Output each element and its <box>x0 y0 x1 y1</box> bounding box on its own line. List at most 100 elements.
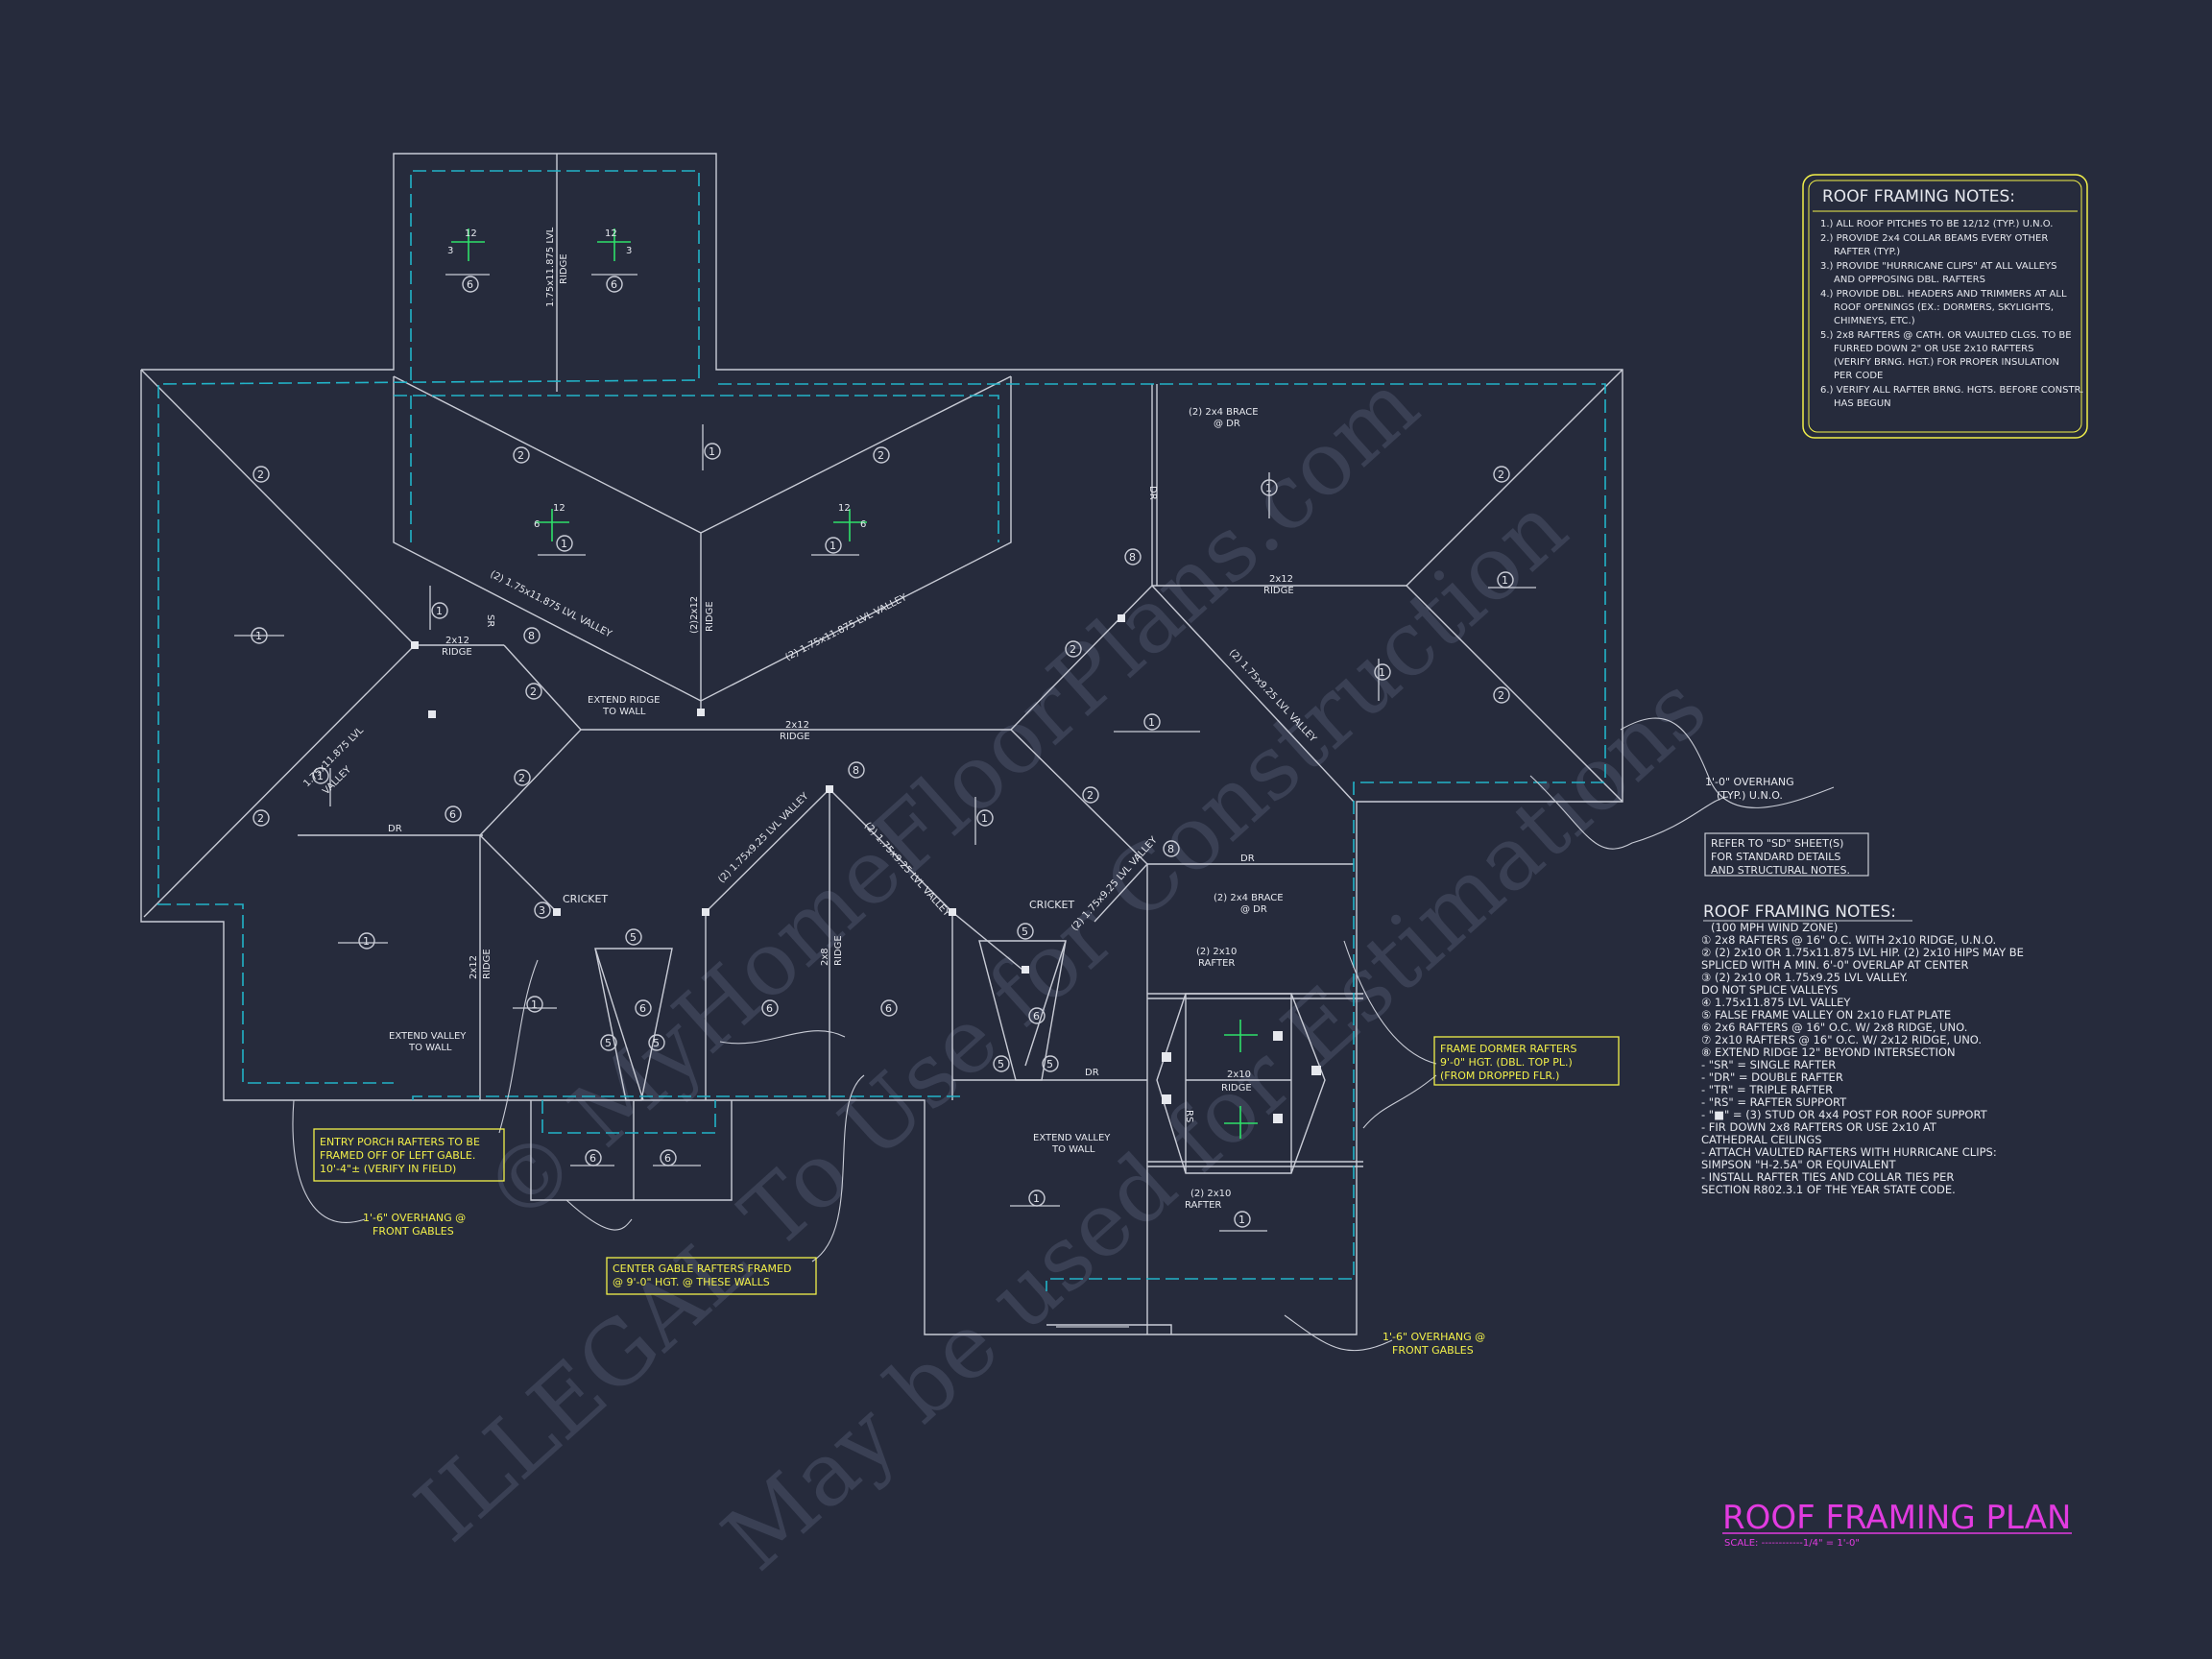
legend-line: ② (2) 2x10 OR 1.75x11.875 LVL HIP. (2) 2… <box>1701 946 2024 959</box>
note-line: RAFTER (TYP.) <box>1834 247 1900 257</box>
left-ridge-size: 2x12 <box>445 636 469 646</box>
tag: 1 <box>526 996 543 1013</box>
tag: 2 <box>252 466 270 483</box>
entry-porch-line1: ENTRY PORCH RAFTERS TO BE <box>320 1136 480 1148</box>
note-line: 1.) ALL ROOF PITCHES TO BE 12/12 (TYP.) … <box>1820 219 2053 229</box>
tag: 5 <box>600 1034 617 1051</box>
center-vert-ridge-size: 2x8 <box>820 948 830 966</box>
plan-title: ROOF FRAMING PLAN <box>1722 1499 2071 1537</box>
brace-mid-line2: @ DR <box>1240 904 1267 915</box>
tag: 2 <box>514 769 531 786</box>
pitch-rise: 12 <box>605 228 617 239</box>
extend-ridge-line2: TO WALL <box>602 707 646 717</box>
rafter-top-line2: RAFTER <box>1198 958 1235 969</box>
tag: 1 <box>976 809 994 827</box>
tag: 5 <box>993 1055 1010 1072</box>
entry-porch-line3: 10'-4"± (VERIFY IN FIELD) <box>320 1163 456 1175</box>
post <box>411 641 419 649</box>
upper-left-valley-label: (2) 1.75x11.875 LVL VALLEY <box>489 569 614 640</box>
note-line: FURRED DOWN 2" OR USE 2x10 RAFTERS <box>1834 344 2033 354</box>
post <box>826 785 833 793</box>
center-ridge-label: (2)2x12 <box>689 596 700 634</box>
svg-text:2: 2 <box>878 449 884 462</box>
post <box>949 908 956 916</box>
svg-text:2: 2 <box>517 449 524 462</box>
svg-text:5: 5 <box>1022 926 1028 938</box>
tag: 1 <box>825 537 842 554</box>
tag: 6 <box>445 805 462 823</box>
dormer-ridge-word: RIDGE <box>1221 1083 1252 1094</box>
svg-text:1: 1 <box>1238 1214 1245 1226</box>
tag: 8 <box>1163 840 1180 857</box>
svg-text:8: 8 <box>1129 551 1136 564</box>
legend-line: - "DR" = DOUBLE RAFTER <box>1701 1070 1843 1084</box>
left-vert-ridge-word: RIDGE <box>482 949 493 979</box>
rafter-bottom-line2: RAFTER <box>1185 1200 1221 1211</box>
rs-label: RS <box>1184 1110 1194 1122</box>
svg-text:1: 1 <box>561 538 567 550</box>
legend-line: - "SR" = SINGLE RAFTER <box>1701 1058 1836 1071</box>
svg-text:2: 2 <box>1498 689 1504 702</box>
center-vert-ridge-word: RIDGE <box>833 935 844 966</box>
rafter-bottom-line1: (2) 2x10 <box>1190 1189 1231 1199</box>
tag: 5 <box>1042 1055 1059 1072</box>
left-vert-ridge-size: 2x12 <box>469 955 479 979</box>
overhang-left-line1: 1'-6" OVERHANG @ <box>363 1212 466 1224</box>
note-line: 5.) 2x8 RAFTERS @ CATH. OR VAULTED CLGS.… <box>1820 330 2072 341</box>
overhang-right-line1: 1'-6" OVERHANG @ <box>1382 1331 1485 1343</box>
callout-entry-porch: ENTRY PORCH RAFTERS TO BE FRAMED OFF OF … <box>313 1128 505 1182</box>
drawing-labels: 1.75x11.875 LVL RIDGE (2)2x12 RIDGE 2x12… <box>301 227 1318 1211</box>
dr-vertical: DR <box>1147 486 1158 500</box>
post <box>697 709 705 716</box>
svg-text:2: 2 <box>1498 469 1504 481</box>
callout-center-gable: CENTER GABLE RAFTERS FRAMED @ 9'-0" HGT.… <box>606 1257 817 1295</box>
extend-valley-left-line1: EXTEND VALLEY <box>389 1031 467 1042</box>
note-line: 2.) PROVIDE 2x4 COLLAR BEAMS EVERY OTHER <box>1820 233 2048 244</box>
note-line: CHIMNEYS, ETC.) <box>1834 316 1915 326</box>
watermark: © MyHomeFloorPlans.com ILLEGAL To Use fo… <box>397 353 1725 1590</box>
tag: 5 <box>648 1034 665 1051</box>
main-roof-outline <box>140 153 1623 1335</box>
svg-text:5: 5 <box>998 1058 1004 1070</box>
entry-porch-line2: FRAMED OFF OF LEFT GABLE. <box>320 1149 475 1162</box>
pitch-rise: 12 <box>553 503 565 514</box>
svg-text:1: 1 <box>363 935 370 948</box>
dr-bottom: DR <box>1085 1068 1099 1078</box>
dormer-ridge-size: 2x10 <box>1227 1070 1251 1080</box>
tag: 2 <box>873 446 890 464</box>
dormer-line3: (FROM DROPPED FLR.) <box>1440 1070 1559 1082</box>
svg-text:2: 2 <box>1070 643 1076 656</box>
pitch-run: 6 <box>860 519 866 530</box>
roof-outline <box>140 153 1623 1335</box>
tag: 5 <box>625 928 642 946</box>
svg-text:2: 2 <box>257 469 264 481</box>
tag: 2 <box>513 446 530 464</box>
legend-line: SPLICED WITH A MIN. 6'-0" OVERLAP AT CEN… <box>1701 958 1969 972</box>
svg-text:1: 1 <box>830 540 836 552</box>
tag: 2 <box>1493 466 1510 483</box>
sd-note-line2: FOR STANDARD DETAILS <box>1711 851 1840 863</box>
legend-line: - ATTACH VAULTED RAFTERS WITH HURRICANE … <box>1701 1145 1997 1159</box>
center-valley-right <box>829 788 953 913</box>
tag: 6 <box>1028 1007 1046 1024</box>
pitch-run: 6 <box>534 519 540 530</box>
legend-line: ① 2x8 RAFTERS @ 16" O.C. WITH 2x10 RIDGE… <box>1701 933 1996 947</box>
tag: 1 <box>1028 1190 1046 1207</box>
upper-right-valley-label: (2) 1.75x11.875 LVL VALLEY <box>783 592 909 663</box>
top-notes-list: 1.) ALL ROOF PITCHES TO BE 12/12 (TYP.) … <box>1820 219 2083 409</box>
svg-text:2: 2 <box>530 685 537 698</box>
main-ridge-size: 2x12 <box>785 720 809 731</box>
tag: 1 <box>556 535 573 552</box>
post <box>1273 1114 1283 1123</box>
tag: 6 <box>660 1149 677 1166</box>
svg-text:6: 6 <box>766 1002 773 1015</box>
svg-text:6: 6 <box>664 1152 671 1165</box>
post <box>1022 966 1029 974</box>
note-line: PER CODE <box>1834 371 1883 381</box>
sd-note-box: REFER TO "SD" SHEET(S) FOR STANDARD DETA… <box>1704 832 1869 877</box>
post <box>1118 614 1125 622</box>
top-notes-title: ROOF FRAMING NOTES: <box>1822 187 2015 206</box>
tag: 1 <box>431 602 448 619</box>
direction-arrows <box>234 274 1536 1328</box>
